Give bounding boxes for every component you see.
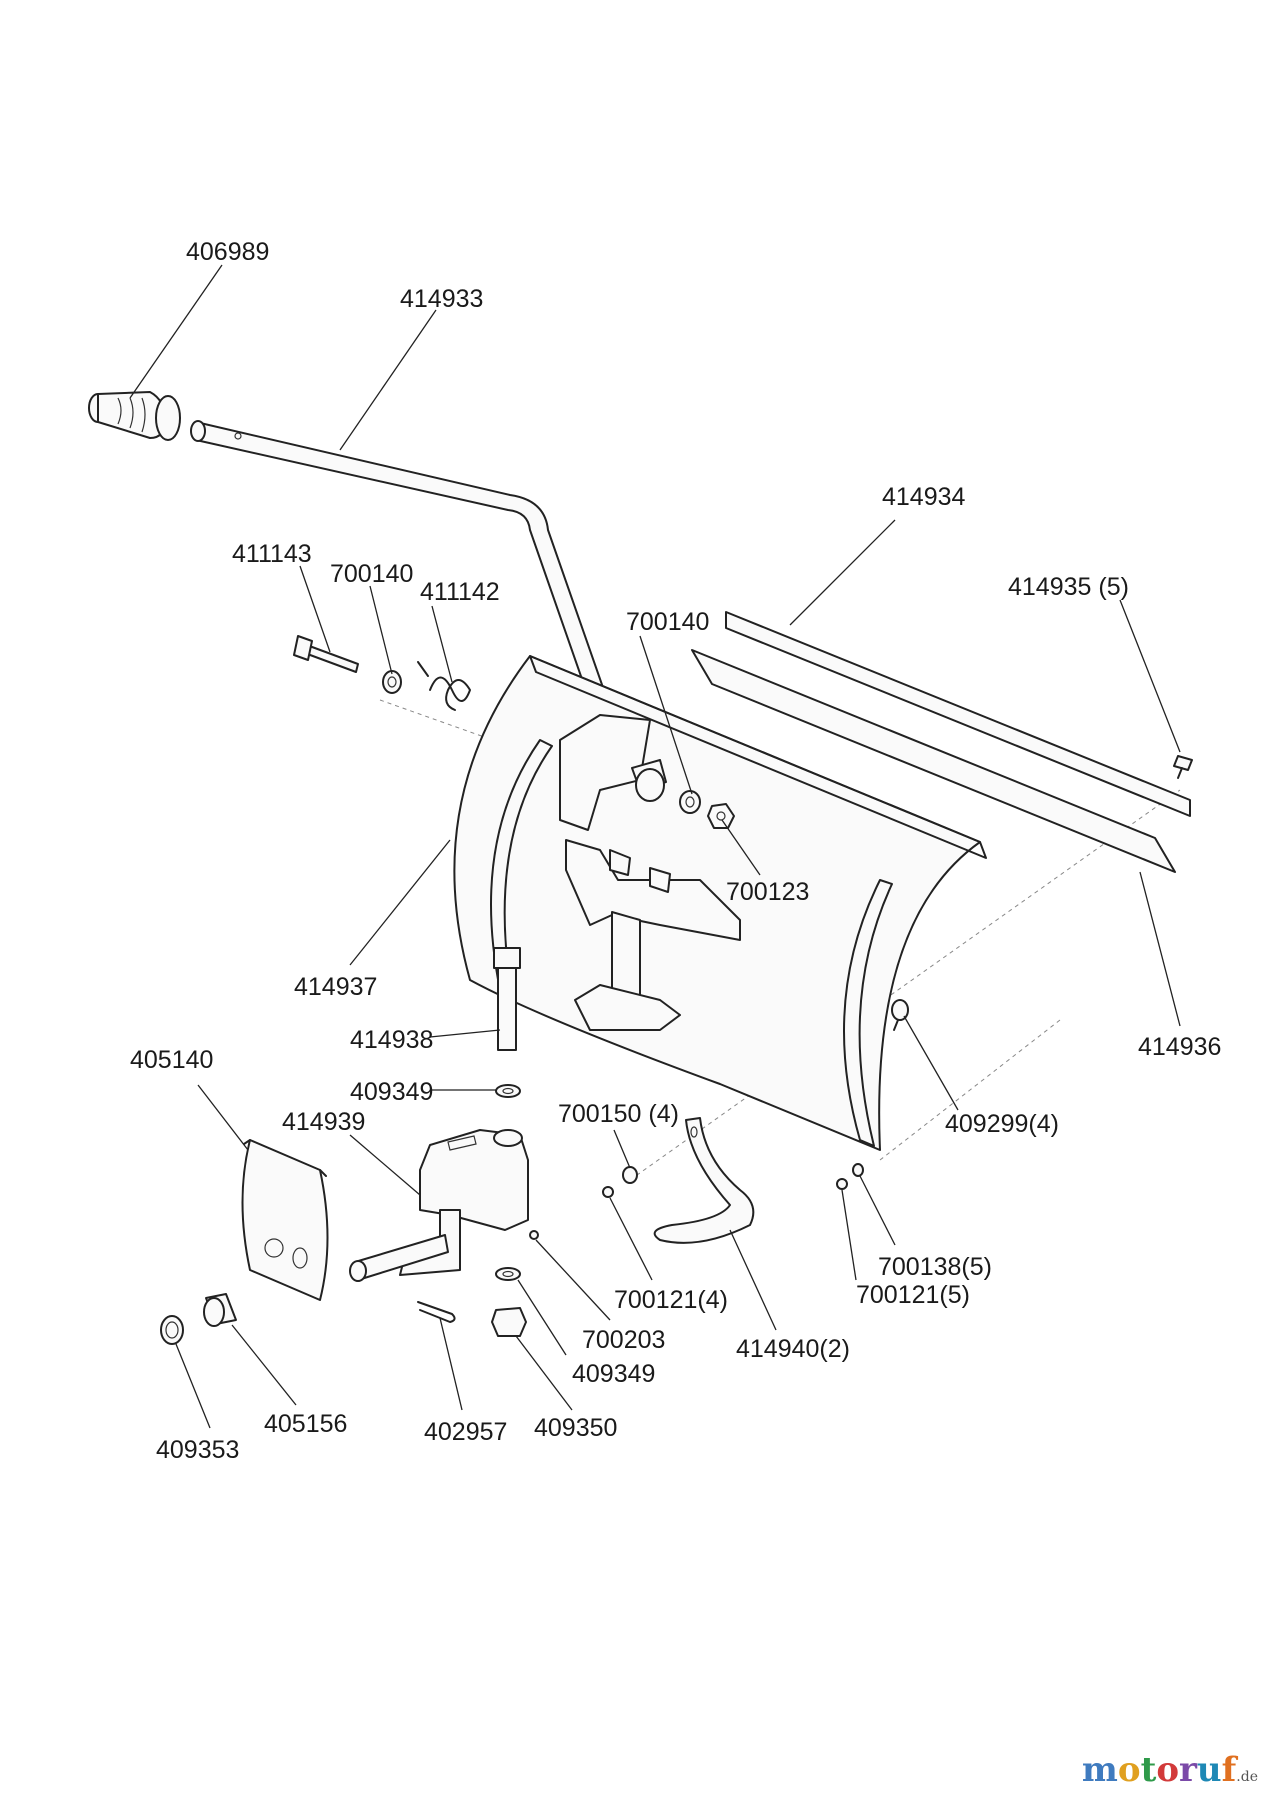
scraper-strip-upper-part (725, 611, 1191, 817)
label-700140-top: 700140 (330, 560, 413, 588)
motoruf-logo: motoruf.de (1082, 1750, 1258, 1790)
washer-700138-part (852, 1163, 864, 1177)
label-405156: 405156 (264, 1410, 347, 1438)
washer-409349a-part (495, 1084, 521, 1098)
washer-409349b-part (495, 1267, 521, 1281)
label-409349-top: 409349 (350, 1078, 433, 1106)
leader-lines (129, 264, 1181, 1429)
label-414937: 414937 (294, 973, 377, 1001)
long-bolt-part (493, 947, 521, 1051)
logo-letter-u: u (1196, 1750, 1222, 1790)
label-409299: 409299(4) (945, 1110, 1059, 1138)
label-414933: 414933 (400, 285, 483, 313)
mounting-bracket-part (565, 839, 741, 1031)
logo-domain: .de (1236, 1769, 1258, 1785)
label-414935: 414935 (5) (1008, 573, 1129, 601)
label-406989: 406989 (186, 238, 269, 266)
label-411143: 411143 (232, 540, 312, 568)
skid-plate-part (241, 1139, 329, 1301)
logo-letter-m: m (1081, 1750, 1118, 1790)
part-labels: 406989 414933 414934 411143 700140 41114… (130, 238, 1221, 1464)
washer-409353-part (160, 1315, 184, 1345)
label-700203: 700203 (582, 1326, 665, 1354)
carriage-bolt-part (891, 999, 909, 1031)
logo-letter-o1: o (1117, 1750, 1141, 1790)
washer-700140b-part (679, 790, 701, 814)
pivot-frame-part (349, 1129, 529, 1282)
nut-700121b-part (836, 1178, 848, 1190)
pivot-bolt-part (293, 635, 359, 673)
label-414939: 414939 (282, 1108, 365, 1136)
cotter-pin-part (417, 1301, 456, 1323)
label-700140-right: 700140 (626, 608, 709, 636)
label-700138: 700138(5) (878, 1253, 992, 1281)
label-414940: 414940(2) (736, 1335, 850, 1363)
logo-letter-r: r (1179, 1750, 1197, 1790)
label-409349-bottom: 409349 (572, 1360, 655, 1388)
screw-414935-part (1173, 755, 1193, 779)
label-414934: 414934 (882, 483, 966, 511)
bushing-405156-part (203, 1293, 237, 1327)
label-700123: 700123 (726, 878, 809, 906)
logo-letter-o2: o (1156, 1750, 1179, 1790)
torsion-spring-part (417, 661, 471, 711)
label-409353: 409353 (156, 1436, 239, 1464)
label-402957: 402957 (424, 1418, 507, 1446)
label-405140: 405140 (130, 1046, 213, 1074)
washer-700150-part (622, 1166, 638, 1184)
label-700150: 700150 (4) (558, 1100, 679, 1128)
label-414936: 414936 (1138, 1033, 1221, 1061)
nut-700121a-part (602, 1186, 614, 1198)
logo-letter-t: t (1140, 1750, 1157, 1790)
label-414938: 414938 (350, 1026, 433, 1054)
label-700121-left: 700121(4) (614, 1286, 728, 1314)
nut-700203-part (529, 1230, 539, 1240)
scraper-strip-lower-part (691, 649, 1176, 873)
label-411142: 411142 (420, 578, 500, 606)
label-700121-right: 700121(5) (856, 1281, 970, 1309)
label-409350: 409350 (534, 1414, 617, 1442)
skid-foot-part (653, 1117, 755, 1244)
lever-plate-part (559, 714, 667, 831)
nut-409350-part (491, 1307, 527, 1337)
logo-letter-f: f (1221, 1750, 1237, 1790)
washer-700140-part (382, 670, 402, 694)
handle-grip-part (88, 391, 181, 441)
